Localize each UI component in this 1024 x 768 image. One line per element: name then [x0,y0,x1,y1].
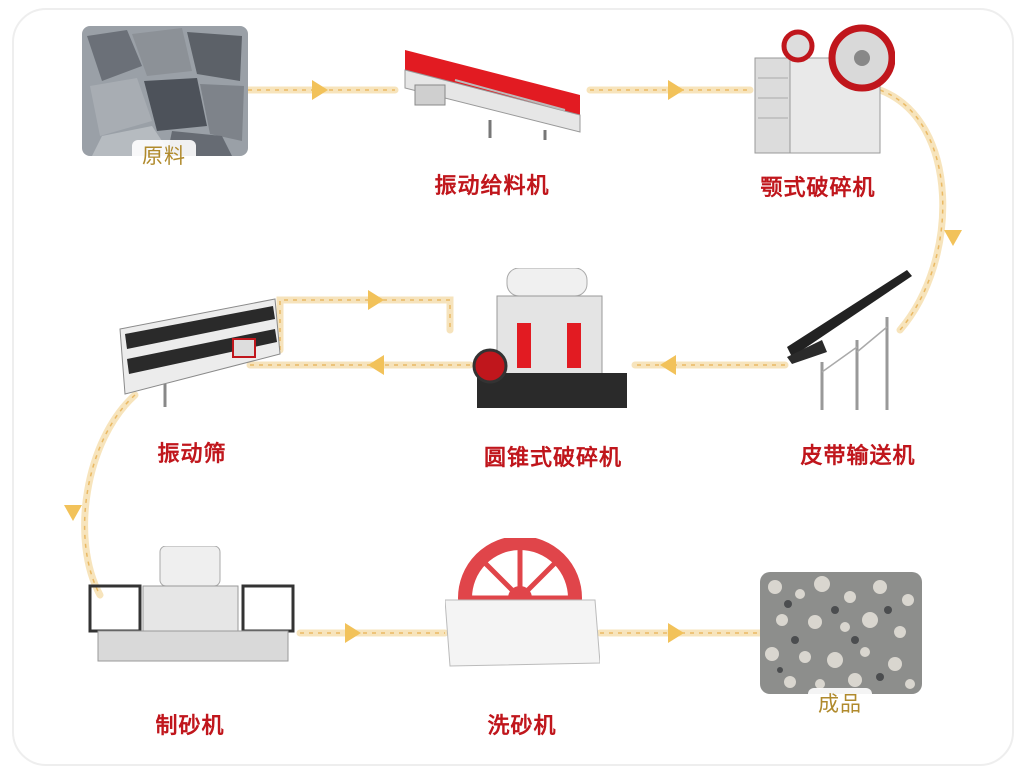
flow-path-screen-loop [276,296,454,354]
step-label-belt: 皮带输送机 [800,444,916,469]
gravel-product-icon [760,572,922,694]
belt-conveyor-icon [787,270,912,410]
flow-arrow-1 [312,80,328,100]
step-label-feeder: 振动给料机 [434,174,550,199]
flow-arrow-5 [368,355,384,375]
flow-arrow-6 [368,290,384,310]
step-label-cone: 圆锥式破碎机 [483,446,623,471]
cone-crusher-icon [472,268,627,408]
step-label-raw: 原料 [132,140,196,170]
flow-arrow-7 [64,505,82,521]
sand-making-machine-icon [88,546,295,662]
flow-arrow-4 [660,355,676,375]
flow-arrow-3 [944,230,962,246]
vibrating-screen-icon [119,298,281,407]
step-label-washer: 洗砂机 [487,714,557,739]
vibrating-feeder-icon [404,50,581,140]
flow-arrow-9 [668,623,684,643]
step-label-sandmaker: 制砂机 [155,714,225,739]
step-label-screen: 振动筛 [157,442,227,467]
sand-washer-icon [445,538,600,667]
flow-arrow-2 [668,80,684,100]
jaw-crusher-icon [754,24,895,154]
flow-arrow-8 [345,623,361,643]
step-label-jaw: 颚式破碎机 [760,176,876,201]
step-label-product: 成品 [808,688,872,718]
